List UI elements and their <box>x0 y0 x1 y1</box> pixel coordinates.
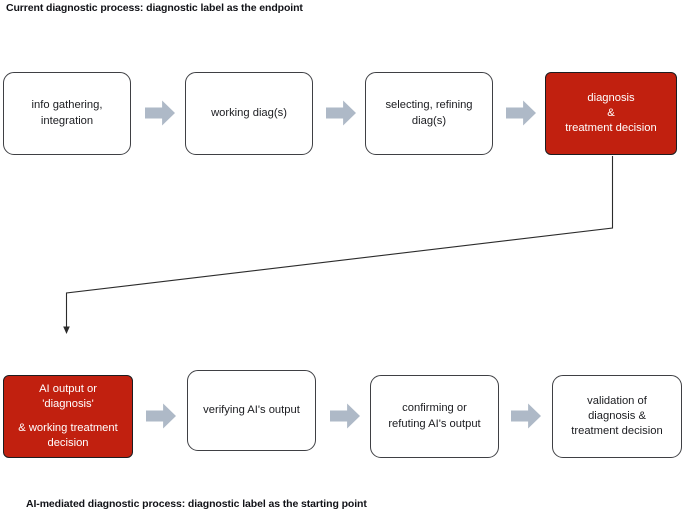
node-ai-output-line-2: 'diagnosis' <box>42 397 94 410</box>
top-process-title: Current diagnostic process: diagnostic l… <box>6 2 303 14</box>
node-verifying-ai-output[interactable]: verifying AI's output <box>187 370 316 451</box>
node-selecting-refining-line-2: diag(s) <box>411 114 447 127</box>
connector-arrowhead-icon <box>63 326 70 334</box>
flow-arrow-icon-bottom-2 <box>330 403 360 429</box>
node-validation-line-2: diagnosis & <box>588 409 646 422</box>
flow-arrow-icon-bottom-1 <box>146 403 176 429</box>
node-verifying-line-1: verifying AI's output <box>203 403 300 416</box>
node-info-gathering-line-2: integration <box>40 114 94 127</box>
node-validation-line-3: treatment decision <box>571 425 663 438</box>
flow-arrow-icon-bottom-3 <box>511 403 541 429</box>
node-validation-of-diagnosis[interactable]: validation of diagnosis & treatment deci… <box>552 375 682 458</box>
node-diagnosis-line-1: diagnosis <box>587 91 635 104</box>
node-ai-output-para-2: & working treatment decision <box>18 421 118 451</box>
flow-arrow-icon-top-2 <box>326 100 356 126</box>
flow-arrow-icon-top-1 <box>145 100 175 126</box>
node-ai-output-line-3: & working treatment <box>18 422 118 434</box>
flow-arrow-icon-top-3 <box>506 100 536 126</box>
node-working-diags[interactable]: working diag(s) <box>185 72 313 155</box>
node-confirming-refuting[interactable]: confirming or refuting AI's output <box>370 375 499 458</box>
node-selecting-refining-line-1: selecting, refining <box>385 99 473 112</box>
node-selecting-refining[interactable]: selecting, refining diag(s) <box>365 72 493 155</box>
node-ai-output-diagnosis[interactable]: AI output or 'diagnosis' & working treat… <box>3 375 133 458</box>
node-working-diags-line-1: working diag(s) <box>211 106 287 119</box>
node-diagnosis-line-3: treatment decision <box>565 122 657 135</box>
node-ai-output-para-1: AI output or 'diagnosis' <box>39 382 97 412</box>
node-confirming-line-2: refuting AI's output <box>388 417 481 430</box>
node-ai-output-line-1: AI output or <box>39 382 97 395</box>
connector-path <box>65 156 614 327</box>
bottom-process-title: AI-mediated diagnostic process: diagnost… <box>26 498 367 510</box>
node-info-gathering-line-1: info gathering, <box>31 99 103 112</box>
node-ai-output-line-4: decision <box>47 437 89 450</box>
node-info-gathering[interactable]: info gathering, integration <box>3 72 131 155</box>
node-confirming-line-1: confirming or <box>402 402 467 415</box>
node-diagnosis-treatment-decision[interactable]: diagnosis & treatment decision <box>545 72 677 155</box>
node-diagnosis-line-2: & <box>607 106 615 119</box>
node-validation-line-1: validation of <box>587 394 647 407</box>
